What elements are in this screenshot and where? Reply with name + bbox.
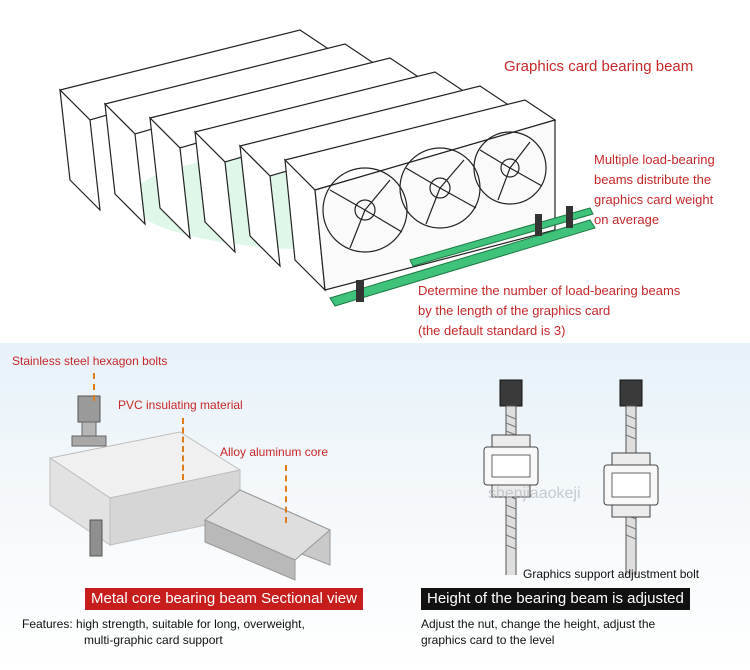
leader-line-core xyxy=(285,465,287,523)
label-adjustment-bolt: Graphics support adjustment bolt xyxy=(523,567,700,581)
features-caption: Features: high strength, suitable for lo… xyxy=(22,616,305,648)
top-panel: Graphics card bearing beam Multiple load… xyxy=(58,29,715,341)
caption-line: multi-graphic card support xyxy=(84,633,223,647)
label-hex-bolts: Stainless steel hexagon bolts xyxy=(12,354,168,368)
watermark: shenjiaaokeji xyxy=(488,485,581,502)
sectional-view-banner: Metal core bearing beam Sectional view xyxy=(85,588,363,610)
adjust-caption: Adjust the nut, change the height, adjus… xyxy=(421,616,655,648)
gpu-array-illustration xyxy=(58,29,596,307)
note-line: by the length of the graphics card xyxy=(418,303,611,318)
caption-line: graphics card to the level xyxy=(421,633,555,647)
adjustment-bolt-illustration xyxy=(483,379,659,575)
caption-line: Features: high strength, suitable for lo… xyxy=(22,617,305,631)
height-adjust-banner: Height of the bearing beam is adjusted xyxy=(421,588,690,610)
note-line: on average xyxy=(594,212,660,227)
label-pvc: PVC insulating material xyxy=(118,398,243,412)
note-line: (the default standard is 3) xyxy=(418,323,566,338)
label-aluminum-core: Alloy aluminum core xyxy=(220,445,329,459)
note-line: Multiple load-bearing xyxy=(594,152,715,167)
note-beam-count: Determine the number of load-bearing bea… xyxy=(418,281,680,341)
note-multi-beams: Multiple load-bearing beams distribute t… xyxy=(594,150,715,230)
note-line: beams distribute the xyxy=(594,172,712,187)
leader-line-pvc xyxy=(182,418,184,480)
beam-title: Graphics card bearing beam xyxy=(504,58,694,75)
beam-section-illustration xyxy=(48,395,331,581)
leader-line-bolts xyxy=(93,373,95,401)
note-line: Determine the number of load-bearing bea… xyxy=(418,283,681,298)
caption-line: Adjust the nut, change the height, adjus… xyxy=(421,617,656,631)
note-line: graphics card weight xyxy=(594,192,714,207)
